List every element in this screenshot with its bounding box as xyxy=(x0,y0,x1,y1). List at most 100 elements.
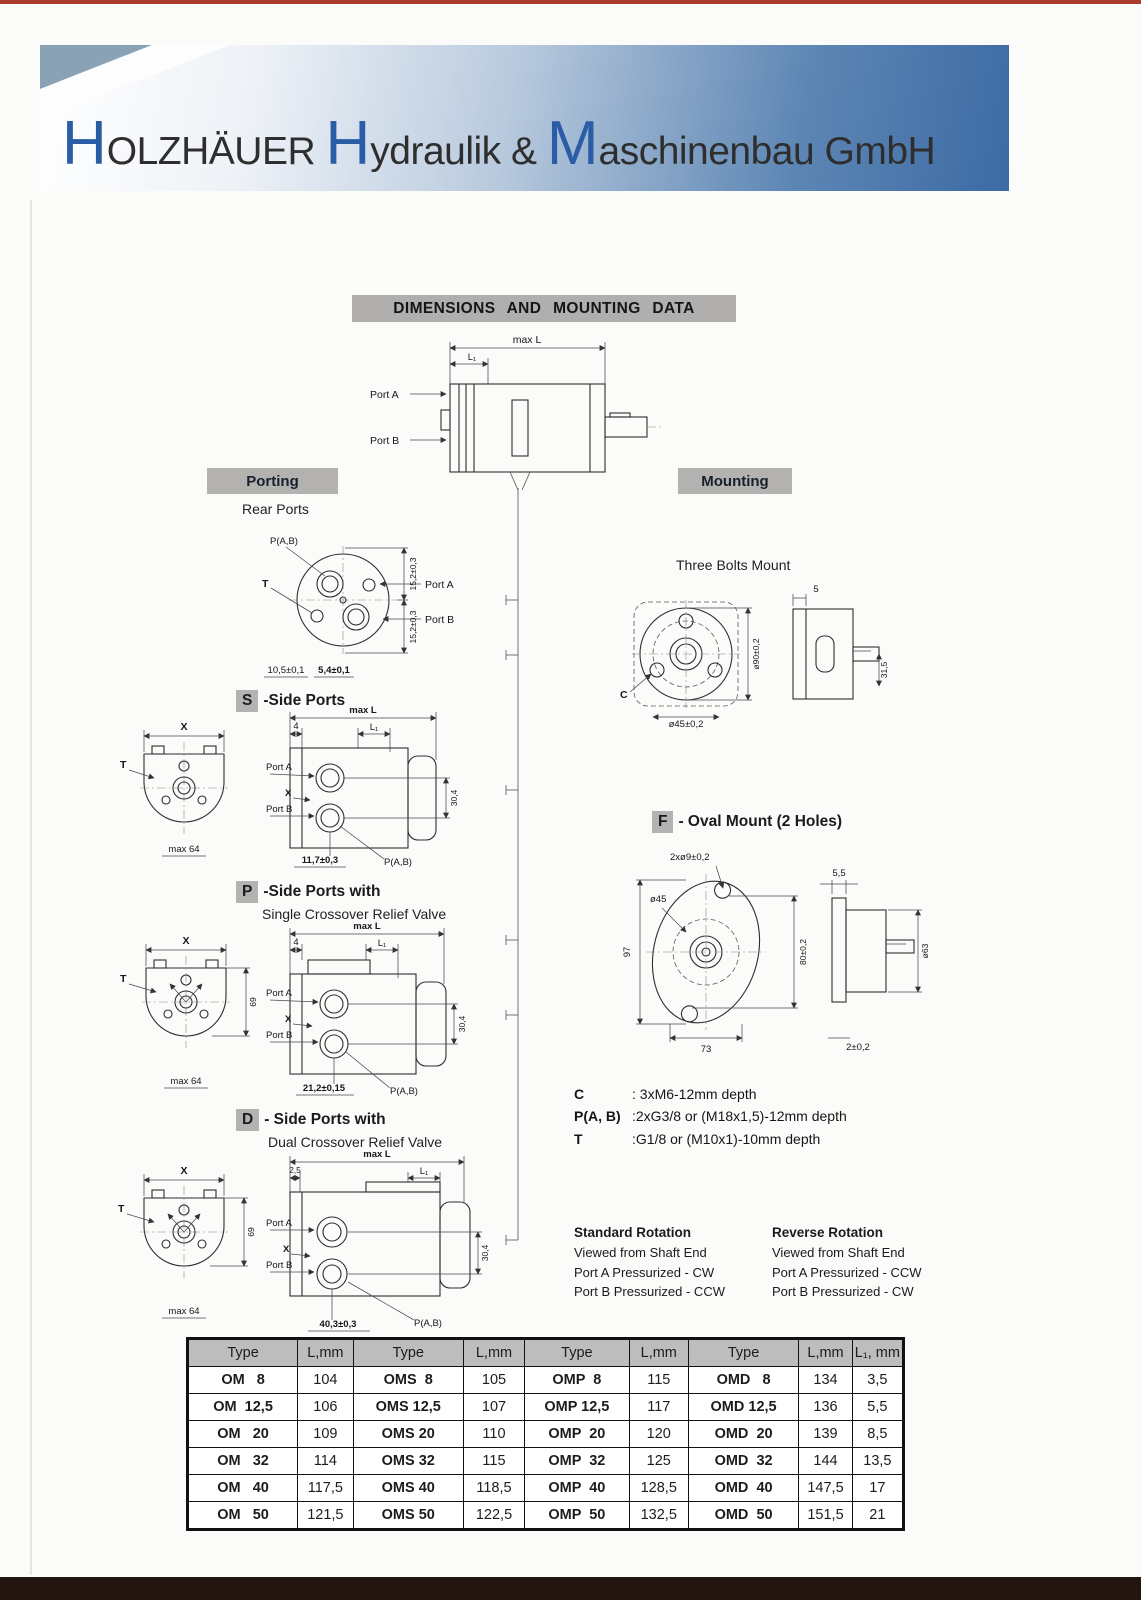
page-footer-bar xyxy=(0,1577,1141,1600)
cell: 120 xyxy=(628,1420,689,1448)
d-side-x: X xyxy=(283,1244,290,1255)
note-t-text: :G1/8 or (M10x1)-10mm depth xyxy=(632,1130,821,1147)
cell: 117,5 xyxy=(297,1474,354,1502)
dimensions-table-wrap: Type L,mm Type L,mm Type L,mm Type L,mm … xyxy=(186,1337,905,1531)
port-a-label: Port A xyxy=(370,389,399,401)
motor-top-view-geometry xyxy=(410,342,662,491)
s-front-t: T xyxy=(120,759,127,771)
note-t-symbol: T xyxy=(574,1130,583,1147)
cell: OMD 20 xyxy=(687,1420,800,1448)
d-side-port-a: Port A xyxy=(266,1218,293,1229)
d-title-text: - Side Ports with xyxy=(264,1111,386,1128)
oval-d45: ø45 xyxy=(650,894,666,905)
d-side-view-drawing: max L 2,5 L₁ Port A X Port B 40,3±0,3 P(… xyxy=(266,1149,490,1332)
dimensions-table: Type L,mm Type L,mm Type L,mm Type L,mm … xyxy=(186,1337,905,1531)
s-side-pab: P(A,B) xyxy=(384,857,412,868)
mounting-section-label: Mounting xyxy=(678,468,792,494)
company-cap-h1: H xyxy=(62,109,107,178)
f-letter-badge: F xyxy=(652,811,674,833)
d-side-dim-304: 30,4 xyxy=(480,1244,490,1261)
cell: OMP 12,5 xyxy=(524,1393,630,1421)
p-side-l1: L₁ xyxy=(378,938,387,949)
cell: 106 xyxy=(297,1393,354,1421)
cell: OMP 32 xyxy=(524,1447,630,1475)
cell: OMS 20 xyxy=(352,1420,464,1448)
s-side-view-drawing: max L L₁ 4 Port A X Port B 11,7±0,3 P(A,… xyxy=(266,705,459,868)
dim-l1-label: L₁ xyxy=(468,352,477,363)
d-side-pab: P(A,B) xyxy=(414,1318,442,1329)
s-front-view-drawing: X T max 64 xyxy=(120,721,228,857)
dim-max-l-label: max L xyxy=(513,334,542,346)
d-side-25: 2,5 xyxy=(289,1165,301,1175)
reverse-rotation-note: Reverse Rotation Viewed from Shaft End P… xyxy=(772,1223,972,1302)
p-side-maxl: max L xyxy=(353,921,381,932)
p-front-69: 69 xyxy=(248,997,258,1007)
rear-ports-drawing: P(A,B) T Port A Port B 15,2±0,3 15,2±0,3… xyxy=(262,536,454,678)
p-side-dim-304: 30,4 xyxy=(457,1015,467,1032)
company-cap-h2: H xyxy=(325,109,371,178)
note-pab-text: :2xG3/8 or (M18x1,5)-12mm depth xyxy=(632,1108,847,1125)
rear-ports-geometry xyxy=(264,546,421,678)
cell: OM 32 xyxy=(186,1447,299,1475)
cell: OM 8 xyxy=(186,1366,299,1394)
page-edge-line xyxy=(30,200,32,1575)
oval-55: 5,5 xyxy=(832,868,845,879)
s-side-dim-117: 11,7±0,3 xyxy=(302,855,338,866)
cell: 147,5 xyxy=(798,1474,853,1502)
cell: 114 xyxy=(297,1447,354,1475)
cell: 13,5 xyxy=(851,1447,905,1475)
reverse-rotation-line3: Port B Pressurized - CW xyxy=(772,1284,914,1300)
cell: 115 xyxy=(628,1366,689,1394)
standard-rotation-line2: Port A Pressurized - CW xyxy=(574,1264,715,1280)
p-side-port-a: Port A xyxy=(266,988,293,999)
d-letter-badge: D xyxy=(236,1109,260,1131)
rear-dim-105: 10,5±0,1 xyxy=(268,665,305,676)
col-header: L,mm xyxy=(462,1338,526,1367)
note-c: C: 3xM6-12mm depth xyxy=(574,1083,934,1105)
col-header: L,mm xyxy=(628,1338,689,1367)
standard-rotation-title: Standard Rotation xyxy=(574,1225,691,1240)
d-side-dim-403: 40,3±0,3 xyxy=(320,1319,357,1330)
standard-rotation-line3: Port B Pressurized - CCW xyxy=(574,1284,725,1300)
f-mount-heading: F - Oval Mount (2 Holes) xyxy=(652,811,842,833)
oval-80: 80±0,2 xyxy=(798,939,808,965)
p-title-text: -Side Ports with xyxy=(263,883,381,900)
note-t: T :G1/8 or (M10x1)-10mm depth xyxy=(574,1128,934,1150)
company-rest-1: OLZHÄUER xyxy=(106,130,326,173)
rear-dim-54: 5,4±0,1 xyxy=(318,665,350,676)
cell: OMS 40 xyxy=(352,1474,464,1502)
cell: 104 xyxy=(297,1366,354,1394)
rear-dim-bottom: 15,2±0,3 xyxy=(408,610,418,643)
three-dim-d90: ø90±0,2 xyxy=(751,638,761,669)
cell: OM 40 xyxy=(186,1474,299,1502)
s-side-4: 4 xyxy=(293,721,298,732)
note-pab: P(A, B) :2xG3/8 or (M18x1,5)-12mm depth xyxy=(574,1105,934,1127)
standard-rotation-note: Standard Rotation Viewed from Shaft End … xyxy=(574,1223,774,1302)
note-pab-symbol: P(A, B) xyxy=(574,1108,621,1125)
cell: OMS 12,5 xyxy=(352,1393,464,1421)
p-side-port-b: Port B xyxy=(266,1030,292,1041)
three-dim-5: 5 xyxy=(813,584,818,595)
d-front-max64: max 64 xyxy=(168,1306,199,1317)
company-cap-m: M xyxy=(546,109,599,178)
cell: 144 xyxy=(798,1447,853,1475)
p-front-x: X xyxy=(182,935,189,947)
s-front-max64: max 64 xyxy=(168,844,199,855)
cell: 109 xyxy=(297,1420,354,1448)
cell: 3,5 xyxy=(851,1366,905,1394)
s-side-port-b: Port B xyxy=(266,804,292,815)
company-rest-2: ydraulik & xyxy=(370,130,547,173)
center-projection-line xyxy=(505,488,519,1245)
oval-mount-drawing: 2xø9±0,2 ø45 97 80±0,2 73 5,5 ø63 2±0,2 xyxy=(622,852,930,1055)
s-side-l1: L₁ xyxy=(370,722,379,733)
cell: OMS 8 xyxy=(352,1366,464,1394)
s-side-maxl: max L xyxy=(349,705,377,716)
cell: 117 xyxy=(628,1393,689,1421)
cell: 136 xyxy=(798,1393,853,1421)
s-title-text: -Side Ports xyxy=(263,692,346,709)
p-subtitle: Single Crossover Relief Valve xyxy=(262,906,447,922)
